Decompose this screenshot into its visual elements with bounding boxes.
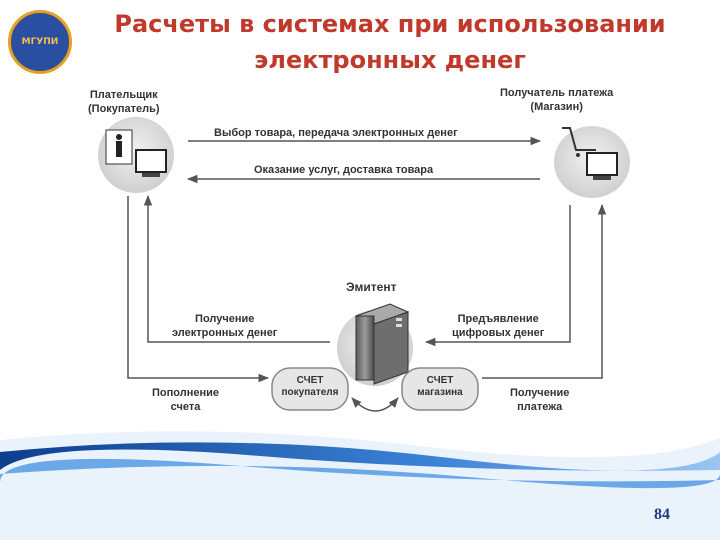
arrow-present-digital	[424, 205, 571, 347]
bottom-wave-stripe	[0, 442, 720, 471]
receive-payment-label: Получение платежа	[510, 387, 570, 413]
page-number: 84	[654, 506, 670, 523]
arrow-receive-payment	[482, 203, 607, 379]
logo-text: МГУПИ	[21, 37, 59, 47]
payer-node	[98, 117, 174, 193]
payee-node	[554, 126, 630, 198]
topup-label: Пополнение счета	[152, 387, 219, 413]
shop-account-box	[401, 367, 479, 411]
computer-icon	[586, 152, 618, 176]
issuer-node	[337, 303, 413, 386]
slide-title-line1: Расчеты в системах при использовании	[114, 10, 666, 38]
bottom-wave-thin	[0, 458, 720, 489]
bottom-wave-light	[0, 431, 720, 540]
arrow-back-label: Оказание услуг, доставка товара	[254, 164, 434, 176]
university-logo: МГУПИ	[8, 10, 72, 74]
issuer-label: Эмитент	[346, 280, 397, 294]
receive-emoney-label: Получение электронных денег	[172, 313, 278, 339]
buyer-account-box	[271, 367, 349, 411]
slide-title-line2: электронных денег	[254, 46, 526, 74]
payee-label: Получатель платежа (Магазин)	[500, 87, 614, 113]
arrow-topup	[127, 196, 270, 383]
arrow-receive-emoney	[143, 194, 330, 343]
arrow-top-label: Выбор товара, передача электронных денег	[214, 127, 458, 139]
buyer-account-label: СЧЕТ покупателя	[281, 375, 339, 398]
server-icon	[355, 315, 375, 381]
shop-account-label: СЧЕТ магазина	[417, 375, 463, 398]
computer-icon	[135, 149, 167, 173]
shopping-cart-icon	[562, 127, 596, 151]
present-digital-label: Предъявление цифровых денег	[452, 313, 545, 339]
payer-label: Плательщик (Покупатель)	[88, 89, 160, 115]
arrow-account-transfer	[351, 397, 399, 412]
